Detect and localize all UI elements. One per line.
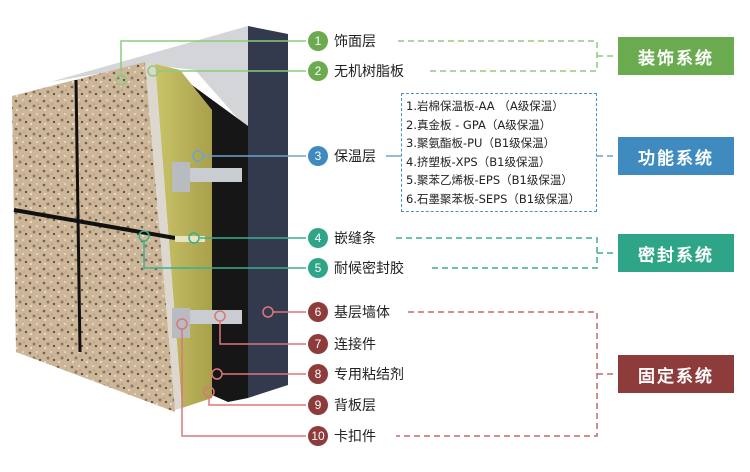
component-9: 9 背板层 [308,394,376,416]
badge-2: 2 [308,61,328,81]
component-label: 嵌缝条 [334,231,376,247]
component-3: 3 保温层 [308,145,376,167]
component-label: 无机树脂板 [334,64,404,80]
badge-3: 3 [308,146,328,166]
system-fix: 固定系统 [618,355,734,393]
insulation-option: 3.聚氨酯板-PU（B1级保温） [406,136,556,150]
component-label: 专用粘结剂 [334,367,404,383]
badge-5: 5 [308,258,328,278]
badge-1: 1 [308,31,328,51]
system-decor: 装饰系统 [618,37,734,75]
system-function: 功能系统 [618,137,734,175]
component-1: 1 饰面层 [308,30,376,52]
connector-bracket-top [172,162,242,192]
insulation-option: 6.石墨聚苯板-SEPS（B1级保温） [406,191,581,206]
insulation-option: 4.挤塑板-XPS（B1级保温） [406,154,551,169]
component-label: 饰面层 [334,34,376,50]
connector-bracket-bottom [172,308,242,338]
insulation-option: 5.聚苯乙烯板-EPS（B1级保温） [406,173,573,187]
component-label: 背板层 [334,398,376,414]
stone-face [12,62,175,412]
component-6: 6 基层墙体 [308,301,390,323]
insulation-options-box: 1.岩棉保温板-AA （A级保温） 2.真金板 - GPA（A级保温） 3.聚氨… [401,93,597,212]
component-2: 2 无机树脂板 [308,60,404,82]
component-4: 4 嵌缝条 [308,227,376,249]
component-label: 连接件 [334,337,376,353]
component-7: 7 连接件 [308,333,376,355]
component-label: 基层墙体 [334,305,390,321]
component-label: 卡扣件 [334,429,376,445]
badge-10: 10 [308,426,328,446]
badge-7: 7 [308,334,328,354]
component-label: 保温层 [334,149,376,165]
component-10: 10 卡扣件 [308,425,376,447]
insulation-option: 1.岩棉保温板-AA （A级保温） [406,99,564,113]
badge-6: 6 [308,302,328,322]
component-5: 5 耐候密封胶 [308,257,404,279]
component-8: 8 专用粘结剂 [308,363,404,385]
base-wall [248,26,288,398]
insulation-option: 2.真金板 - GPA（A级保温） [406,117,552,132]
badge-8: 8 [308,364,328,384]
system-seal: 密封系统 [618,234,734,272]
badge-9: 9 [308,395,328,415]
badge-4: 4 [308,228,328,248]
component-label: 耐候密封胶 [334,261,404,277]
wall-top-face [50,26,248,130]
